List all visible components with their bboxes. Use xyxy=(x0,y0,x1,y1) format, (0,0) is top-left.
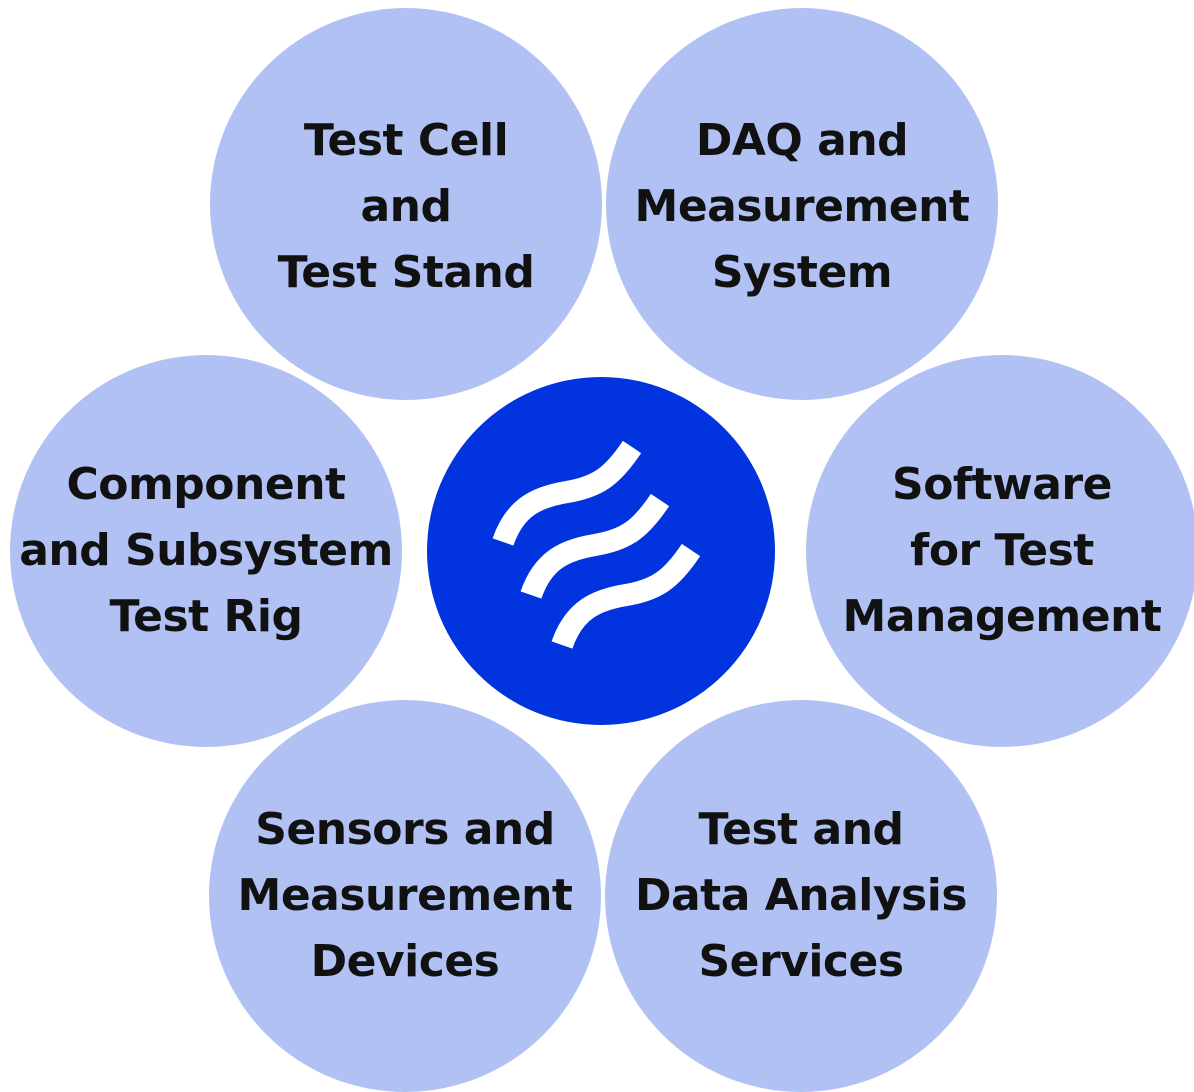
node-label-line: Test and xyxy=(698,804,904,855)
node-label-line: System xyxy=(711,247,893,298)
node-software-for-test-management: Software for Test Management xyxy=(806,355,1194,747)
node-label-line: for Test xyxy=(910,525,1094,576)
node-label-line: Test Cell xyxy=(303,115,509,166)
node-label: Test and Data Analysis Services xyxy=(634,797,968,995)
node-label-line: Management xyxy=(842,591,1162,642)
node-label: DAQ and Measurement System xyxy=(635,108,970,306)
node-label-line: Sensors and xyxy=(255,804,555,855)
node-label-line: Software xyxy=(892,459,1112,510)
node-component-and-subsystem-test-rig: Component and Subsystem Test Rig xyxy=(10,355,402,747)
node-label-line: Devices xyxy=(310,936,500,987)
node-test-cell-and-test-stand: Test Cell and Test Stand xyxy=(210,8,602,400)
node-sensors-and-measurement-devices: Sensors and Measurement Devices xyxy=(209,700,601,1092)
node-label-line: Data Analysis xyxy=(634,870,968,921)
node-label-line: DAQ and xyxy=(695,115,909,166)
node-label: Sensors and Measurement Devices xyxy=(238,797,573,995)
wave-stroke-1 xyxy=(492,440,642,546)
wave-stroke-3 xyxy=(551,543,701,649)
node-test-and-data-analysis-services: Test and Data Analysis Services xyxy=(605,700,997,1092)
node-label-line: Component xyxy=(66,459,346,510)
node-label-line: Measurement xyxy=(237,870,573,921)
node-label-line: Test Rig xyxy=(109,591,303,642)
node-label: Component and Subsystem Test Rig xyxy=(19,452,393,650)
node-label-line: and xyxy=(360,181,452,232)
node-label-line: Test Stand xyxy=(277,247,535,298)
node-label: Test Cell and Test Stand xyxy=(278,108,535,306)
node-label-line: Services xyxy=(698,936,904,987)
center-logo-circle xyxy=(427,377,775,725)
node-label: Software for Test Management xyxy=(843,452,1162,650)
node-daq-and-measurement-system: DAQ and Measurement System xyxy=(606,8,998,400)
wave-stroke-2 xyxy=(520,493,670,599)
node-label-line: Measurement xyxy=(634,181,970,232)
wave-logo-icon xyxy=(492,440,701,649)
node-label-line: and Subsystem xyxy=(19,525,393,576)
